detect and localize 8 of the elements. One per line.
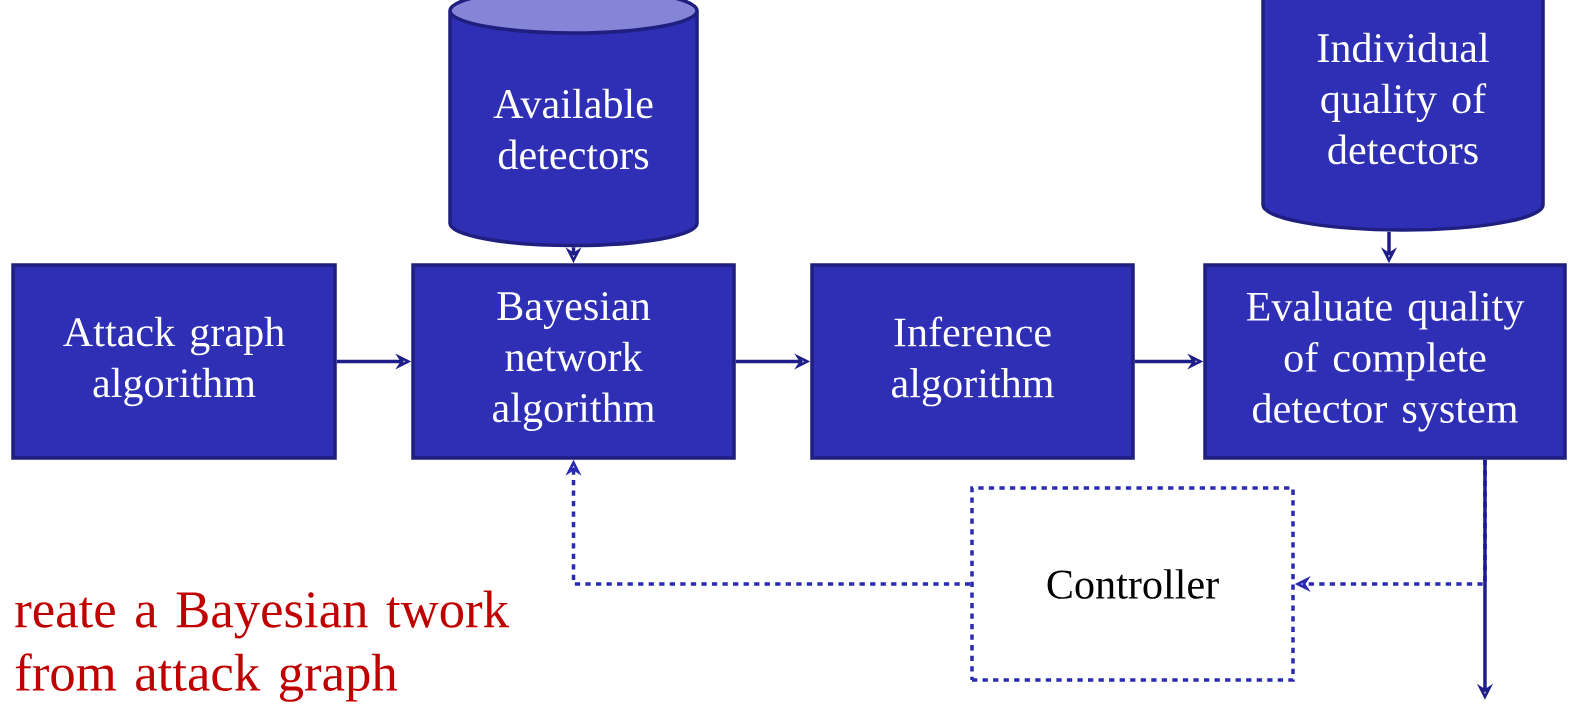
note-text: reate a Bayesian twork from attack graph	[15, 590, 509, 702]
database-cylinder: Available detectors	[448, 0, 699, 248]
process-box: Inference algorithm	[810, 263, 1135, 460]
process-box: Bayesian network algorithm	[411, 263, 736, 460]
controller-box: Controller	[970, 486, 1295, 682]
database-cylinder: Individual quality of detectors	[1261, 0, 1545, 232]
process-box: Attack graph algorithm	[11, 263, 337, 460]
process-box: Evaluate quality of complete detector system	[1203, 263, 1567, 460]
